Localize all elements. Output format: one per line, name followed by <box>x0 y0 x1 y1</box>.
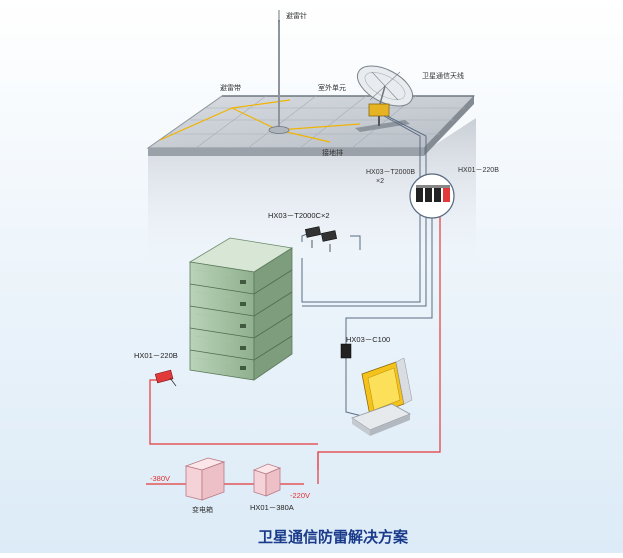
label-protector-roof-line2: ×2 <box>376 178 384 185</box>
surge-protector-icon <box>304 226 338 252</box>
lightning-rod-icon <box>268 10 290 134</box>
label-protector-pc: HX03－C100 <box>346 335 390 344</box>
label-grounding-bar: 接地排 <box>322 148 343 157</box>
label-voltage-in: -380V <box>150 474 170 483</box>
computer-icon <box>351 357 413 436</box>
pc-protector-icon <box>340 343 352 359</box>
label-protector-roof-line1: HX03－T2000B <box>366 169 415 176</box>
rack-protector-icon <box>154 369 177 387</box>
label-protector-power: HX01－380A <box>250 503 294 512</box>
label-protector-rack: HX01－220B <box>134 351 178 360</box>
roof-protector-group <box>409 173 455 219</box>
label-protector-mid: HX03－T2000C×2 <box>268 211 330 220</box>
roof <box>146 95 476 156</box>
label-distribution-box: 变电箱 <box>192 505 213 514</box>
label-protector-roof: HX03－T2000B ×2 <box>366 169 417 185</box>
label-outdoor-unit: 室外单元 <box>318 83 346 92</box>
signal-cables <box>301 115 433 417</box>
power-protector-icon <box>252 463 282 497</box>
diagram-title: 卫星通信防雷解决方案 <box>258 528 409 546</box>
label-lightning-rod: 避雷针 <box>286 11 307 20</box>
label-lightning-strip: 避雷带 <box>220 83 241 92</box>
label-satellite-antenna: 卫星通信天线 <box>422 71 464 80</box>
label-voltage-out: -220V <box>290 491 310 500</box>
roof-grid <box>170 95 465 149</box>
equipment-rack-icon <box>188 237 294 381</box>
distribution-box-icon <box>184 457 226 501</box>
label-protector-roof-right: HX01－220B <box>458 167 499 174</box>
